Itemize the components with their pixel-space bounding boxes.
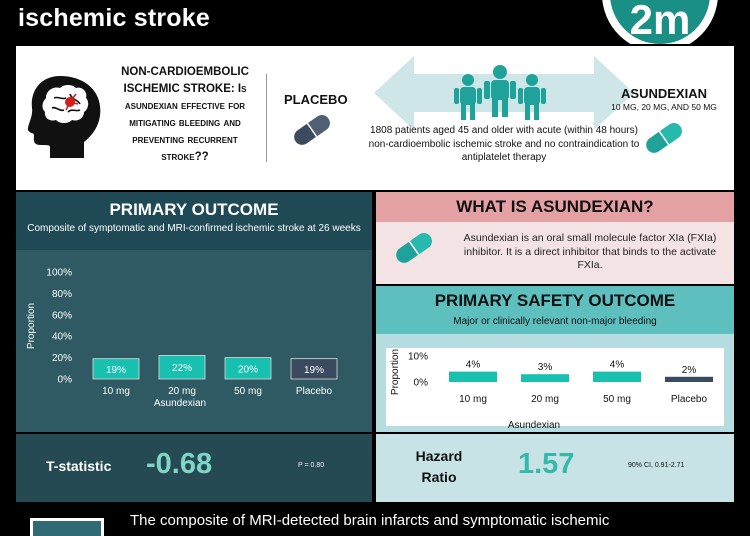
safety-chart-background <box>386 348 724 426</box>
group-label: Asundexian <box>508 420 560 431</box>
what-is-title: WHAT IS ASUNDEXIAN? <box>456 197 654 216</box>
trial-description: 1808 patients aged 45 and older with acu… <box>368 125 640 163</box>
asundexian-label: ASUNDEXIAN <box>621 86 707 101</box>
what-is-asundexian-panel: WHAT IS ASUNDEXIAN? Asundexian is an ora… <box>376 192 734 284</box>
primary-outcome-panel: PRIMARY OUTCOME Composite of symptomatic… <box>16 192 372 432</box>
category-label: 20 mg <box>168 386 196 397</box>
hazard-ratio-panel: Hazard Ratio 1.57 90% CI, 0.91-2.71 <box>376 434 734 502</box>
category-label: Placebo <box>296 386 333 397</box>
data-label: 4% <box>610 360 625 371</box>
pill-icon <box>294 115 330 145</box>
research-question: NON-CARDIOEMBOLIC ISCHEMIC STROKE: Is as… <box>121 66 249 163</box>
category-label: 50 mg <box>234 386 262 397</box>
t-statistic-label: T-statistic <box>46 458 112 474</box>
pill-icon <box>396 233 432 263</box>
data-label: 22% <box>172 363 192 374</box>
bar <box>593 371 641 382</box>
brain-head-icon <box>27 76 101 158</box>
category-label: 10 mg <box>102 386 130 397</box>
category-label: 20 mg <box>531 394 559 405</box>
bar <box>665 376 713 382</box>
bar <box>290 358 338 380</box>
p-value: P = 0.80 <box>298 462 325 469</box>
y-tick-label: 60% <box>52 310 72 321</box>
hazard-ratio-value: 1.57 <box>518 448 575 480</box>
brain-scan-icon <box>30 518 104 536</box>
trial-overview-panel: NON-CARDIOEMBOLIC ISCHEMIC STROKE: Is as… <box>16 46 734 190</box>
what-is-header: WHAT IS ASUNDEXIAN? <box>376 192 734 222</box>
confidence-interval: 90% CI, 0.91-2.71 <box>628 462 685 469</box>
category-label: 50 mg <box>603 394 631 405</box>
bar <box>521 374 569 382</box>
logo-text: 2m <box>630 0 691 43</box>
y-tick-label: 0% <box>414 378 429 389</box>
y-axis-label: Proportion <box>26 303 37 349</box>
pill-icon <box>646 123 682 153</box>
bar <box>449 371 497 382</box>
primary-outcome-chart: 0% 20% 40% 60% 80% 100% 19% 22% 20% 19% 10 mg 20 … <box>26 268 338 409</box>
y-tick-label: 100% <box>46 268 72 279</box>
bar <box>158 355 206 380</box>
y-tick-label: 20% <box>52 353 72 364</box>
bar <box>92 358 140 380</box>
asundexian-doses: 10 MG, 20 MG, AND 50 MG <box>611 102 717 112</box>
safety-outcome-header: PRIMARY SAFETY OUTCOME Major or clinical… <box>376 286 734 334</box>
footer-conclusion: The composite of MRI-detected brain infa… <box>130 512 610 529</box>
t-statistic-value: -0.68 <box>146 448 213 480</box>
footer: The composite of MRI-detected brain infa… <box>0 504 750 536</box>
data-label: 19% <box>304 365 324 376</box>
what-is-description: Asundexian is an oral small molecule fac… <box>463 232 717 271</box>
page-title: ischemic stroke <box>18 4 210 32</box>
patients-icon <box>454 65 546 120</box>
primary-outcome-header: PRIMARY OUTCOME Composite of symptomatic… <box>16 192 372 250</box>
hazard-ratio-label: Hazard Ratio <box>415 448 463 485</box>
data-label: 20% <box>238 364 258 375</box>
y-tick-label: 0% <box>58 375 73 386</box>
safety-outcome-subtitle: Major or clinically relevant non-major b… <box>453 316 657 327</box>
header: ischemic stroke 2m <box>0 0 750 46</box>
category-label: 10 mg <box>459 394 487 405</box>
data-label: 3% <box>538 362 553 373</box>
t-statistic-panel: T-statistic -0.68 P = 0.80 <box>16 434 372 502</box>
bar <box>224 357 272 380</box>
safety-outcome-panel: PRIMARY SAFETY OUTCOME Major or clinical… <box>376 286 734 432</box>
y-tick-label: 40% <box>52 332 72 343</box>
y-axis-label: Proportion <box>390 349 401 395</box>
logo-2minutemedicine: 2m <box>602 0 718 44</box>
safety-outcome-chart: 0% 10% 4% 3% 4% 2% 10 mg 20 mg 50 mg Placebo Pr… <box>390 349 713 431</box>
category-label: Placebo <box>671 394 708 405</box>
primary-outcome-subtitle: Composite of symptomatic and MRI-confirm… <box>27 223 361 234</box>
divider <box>266 74 267 162</box>
y-tick-label: 10% <box>408 352 428 363</box>
group-label: Asundexian <box>154 398 206 409</box>
y-tick-label: 80% <box>52 289 72 300</box>
data-label: 19% <box>106 365 126 376</box>
data-label: 2% <box>682 365 697 376</box>
placebo-label: PLACEBO <box>284 92 348 107</box>
safety-outcome-title: PRIMARY SAFETY OUTCOME <box>434 291 676 310</box>
primary-outcome-title: PRIMARY OUTCOME <box>109 200 279 219</box>
data-label: 4% <box>466 360 481 371</box>
